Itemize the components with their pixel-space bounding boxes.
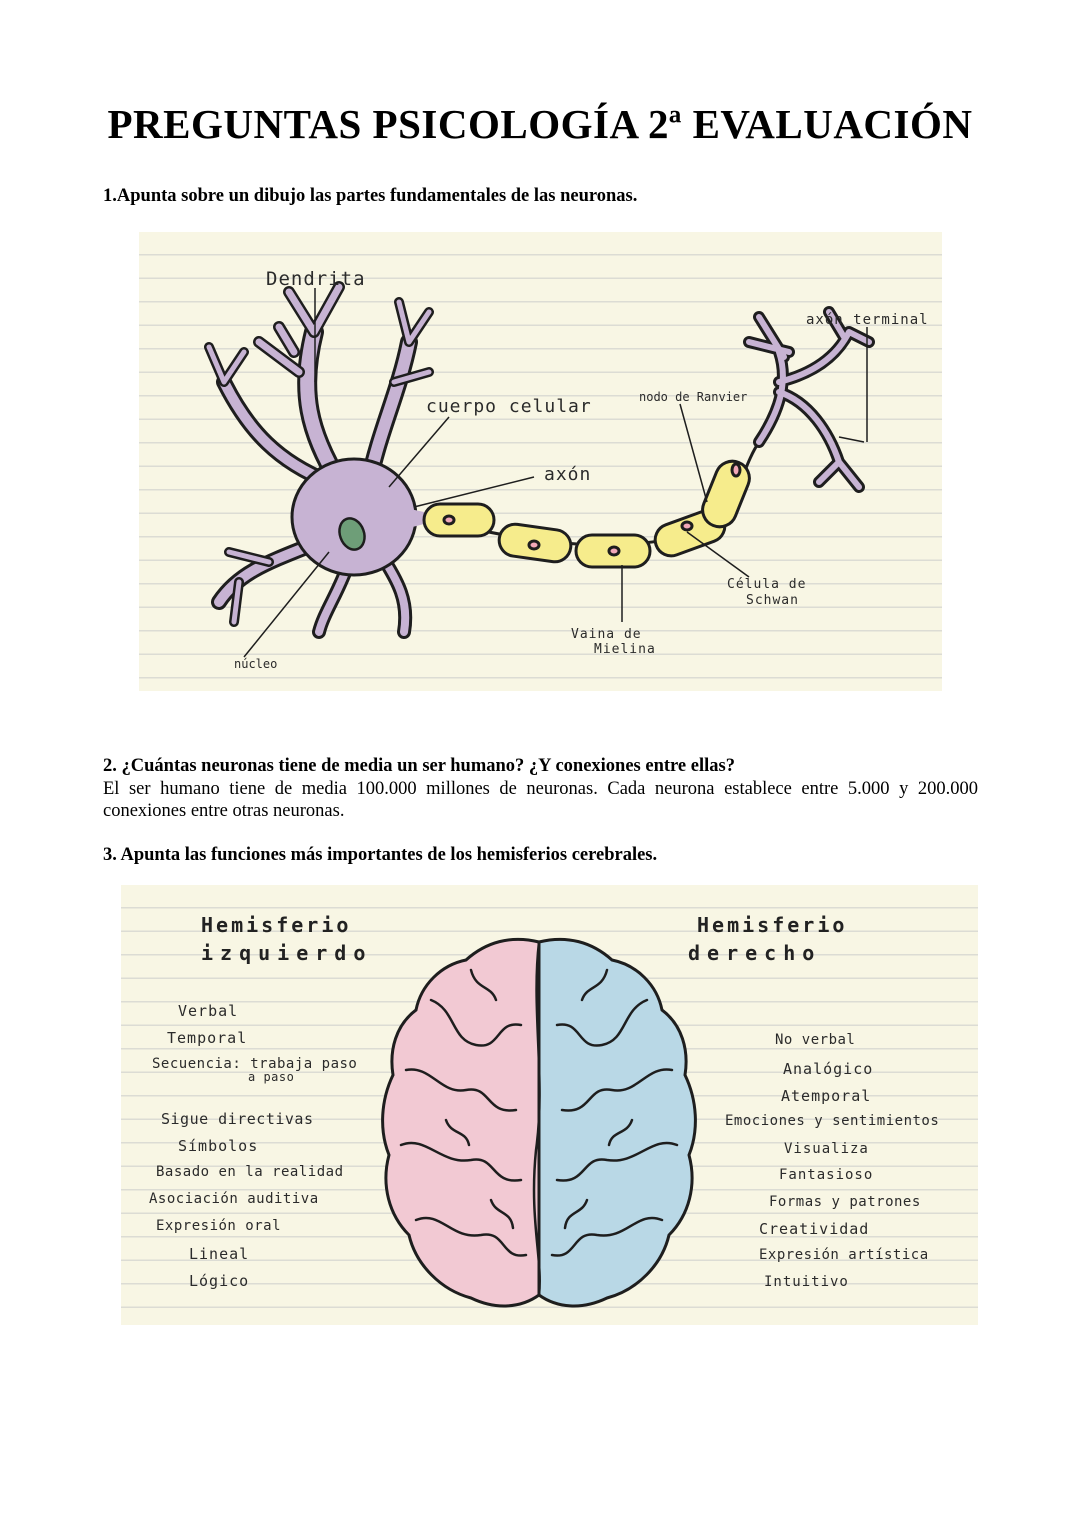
left-item-expresion-oral: Expresión oral <box>156 1218 282 1234</box>
neuron-diagram: Dendrita cuerpo celular axón nodo de Ran… <box>139 232 942 691</box>
question-2: 2. ¿Cuántas neuronas tiene de media un s… <box>103 756 735 776</box>
label-nucleo: núcleo <box>234 657 278 671</box>
label-vaina-2: Mielina <box>594 642 656 657</box>
answer-2: El ser humano tiene de media 100.000 mil… <box>103 779 978 821</box>
axon-terminal <box>743 306 875 493</box>
myelin-sheath <box>422 459 751 569</box>
left-item-secuencia-cont: a paso <box>248 1070 295 1084</box>
right-item-no-verbal: No verbal <box>775 1032 856 1048</box>
left-hemisphere-heading: Hemisferio izquierdo <box>201 913 373 965</box>
left-item-lineal: Lineal <box>189 1245 250 1263</box>
left-item-temporal: Temporal <box>167 1029 248 1047</box>
right-item-expresion-artistica: Expresión artística <box>759 1247 929 1263</box>
label-nodo-ranvier: nodo de Ranvier <box>639 390 748 404</box>
left-item-logico: Lógico <box>189 1272 250 1290</box>
dendrites <box>204 281 434 639</box>
hemispheres-diagram: Hemisferio izquierdo Hemisferio derecho <box>121 885 978 1325</box>
right-hemisphere-heading: Hemisferio derecho <box>688 913 848 965</box>
neuron-drawing <box>204 281 875 658</box>
page-title: PREGUNTAS PSICOLOGÍA 2ª EVALUACIÓN <box>107 101 973 147</box>
left-item-basado-realidad: Basado en la realidad <box>156 1164 344 1180</box>
label-celula-schwan-2: Schwan <box>746 593 799 608</box>
question-3: 3. Apunta las funciones más importantes … <box>103 845 658 865</box>
right-item-atemporal: Atemporal <box>781 1087 872 1105</box>
pointer-lines <box>243 288 868 658</box>
brain-folds <box>399 940 679 1297</box>
right-item-fantasioso: Fantasioso <box>779 1167 874 1183</box>
brain-left-hemisphere <box>381 937 541 1308</box>
label-vaina-1: Vaina de <box>571 627 642 642</box>
label-celula-schwan-1: Célula de <box>727 577 807 592</box>
right-item-emociones: Emociones y sentimientos <box>725 1113 940 1129</box>
left-item-sigue-directivas: Sigue directivas <box>161 1110 314 1128</box>
left-item-simbolos: Símbolos <box>178 1137 259 1155</box>
label-dendrita: Dendrita <box>266 268 366 290</box>
nucleus <box>338 517 366 551</box>
question-1: 1.Apunta sobre un dibujo las partes fund… <box>103 186 638 206</box>
left-item-verbal: Verbal <box>178 1002 239 1020</box>
right-item-analogico: Analógico <box>783 1060 874 1078</box>
label-axon: axón <box>544 464 592 485</box>
right-item-creatividad: Creatividad <box>759 1220 870 1238</box>
right-item-visualiza: Visualiza <box>784 1141 869 1157</box>
brain-drawing <box>381 937 697 1308</box>
label-cuerpo-celular: cuerpo celular <box>426 396 592 417</box>
label-axon-terminal: axón terminal <box>806 312 929 328</box>
left-item-asociacion-auditiva: Asociación auditiva <box>149 1191 319 1207</box>
left-item-secuencia: Secuencia: trabaja paso <box>152 1056 358 1072</box>
right-item-intuitivo: Intuitivo <box>764 1274 849 1290</box>
right-item-formas-patrones: Formas y patrones <box>769 1194 921 1210</box>
brain-right-hemisphere <box>537 937 697 1308</box>
